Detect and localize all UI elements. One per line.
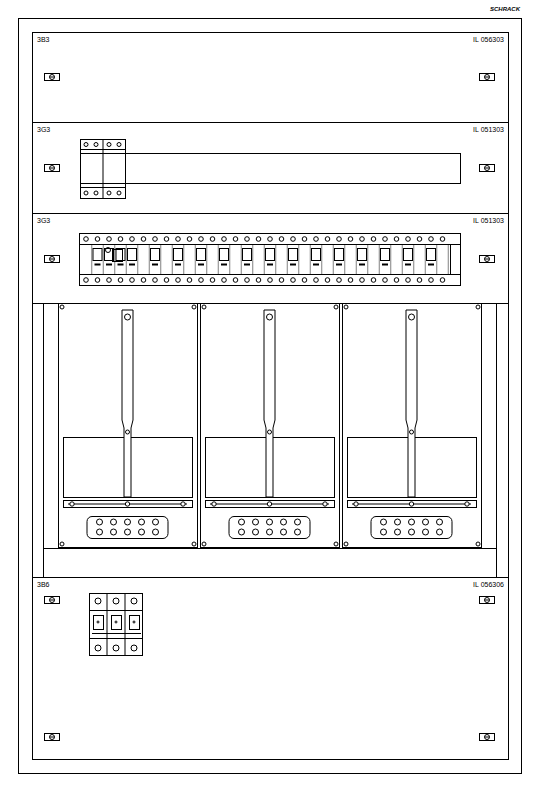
meter-boards [59, 304, 482, 548]
breaker-row [80, 234, 461, 286]
screw [480, 597, 495, 604]
meter-board [343, 304, 482, 548]
article-number: IL 056303 [473, 36, 504, 44]
panel-code: 3B6 [37, 581, 49, 589]
screw [480, 256, 495, 263]
panel-screws [45, 74, 495, 741]
article-number: IL 051303 [473, 217, 504, 225]
panel-code: 3G3 [37, 217, 50, 225]
screw [480, 734, 495, 741]
main-breaker [89, 593, 143, 656]
meter-board [201, 304, 340, 548]
screw [480, 74, 495, 81]
mounting-panel: 3G3 IL 051303 [32, 122, 509, 214]
enclosure-frame [19, 19, 522, 774]
screw [45, 74, 60, 81]
panel-code: 3G3 [37, 126, 50, 134]
surge-protector [80, 139, 126, 199]
meter-frame [43, 548, 497, 549]
mounting-panel: 3G3 IL 051303 [32, 213, 509, 304]
meter-frame [43, 303, 44, 577]
inner-frame [33, 33, 509, 760]
mounting-panel: 3B6 IL 056306 [32, 577, 509, 760]
meter-board [59, 304, 198, 548]
article-number: IL 051303 [473, 126, 504, 134]
screw [45, 165, 60, 172]
meter-frame [496, 303, 497, 577]
screw [480, 165, 495, 172]
panel-code: 3B3 [37, 36, 49, 44]
screw [45, 597, 60, 604]
screw [45, 256, 60, 263]
mounting-panel: 3B3 IL 056303 [32, 32, 509, 123]
screw [45, 734, 60, 741]
brand-name: SCHRACK [490, 6, 520, 12]
article-number: IL 056306 [473, 581, 504, 589]
blank-cover [126, 154, 461, 184]
